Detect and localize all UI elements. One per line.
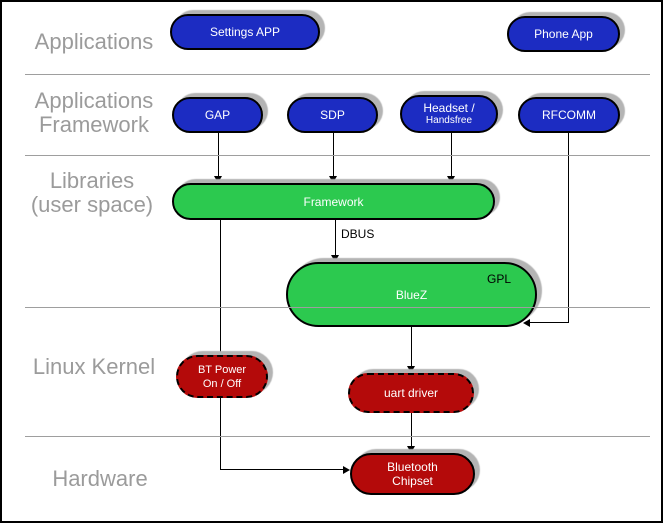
dbus-edge-label: DBUS [341,227,375,241]
node-label: Framework [303,194,364,209]
layer-label-line: Framework [38,112,149,137]
node-settings-app: Settings APP [170,14,320,50]
layer-label-line: Hardware [52,466,148,491]
arrowhead-gap-to-framework [214,176,222,183]
gpl-badge: GPL [486,272,511,286]
node-gap: GAP [172,97,263,133]
layer-label-applications: Applications [14,30,174,54]
connector-rfcomm-to-bluez-vertical [568,133,569,323]
arrowhead-sdp-to-framework [329,176,337,183]
layer-label-line: Linux Kernel [32,354,156,379]
node-framework: Framework [172,183,495,220]
separator-linux-kernel [25,436,650,437]
arrowhead-bluez-to-uart [407,366,415,373]
node-bluetooth-chipset: Bluetooth Chipset [350,453,475,495]
arrowhead-uart-to-chipset [407,446,415,453]
arrowhead-framework-to-chipset [343,466,350,474]
connector-bluez-to-uart [411,327,412,367]
connector-framework-to-chipset-vertical [220,220,221,470]
node-label: GAP [204,108,231,122]
node-label: BlueZ [395,287,428,302]
connector-framework-to-chipset-horizontal [220,469,344,470]
layer-label-line: (user space) [30,192,154,217]
layer-label-libraries-user-space: Libraries (user space) [8,169,176,217]
node-label: Phone App [534,27,593,41]
node-label: SDP [320,108,345,122]
node-label: Bluetooth [387,460,438,474]
layer-label-linux-kernel: Linux Kernel [14,355,174,379]
separator-applications-framework [25,155,650,156]
node-label: Chipset [392,474,433,488]
separator-applications [25,74,650,75]
separator-libraries [25,307,650,308]
connector-rfcomm-to-bluez-horizontal [530,322,569,323]
node-rfcomm: RFCOMM [518,97,620,133]
arrowhead-rfcomm-to-bluez [523,319,530,327]
connector-framework-to-bluez [335,220,336,256]
node-label: RFCOMM [542,108,596,122]
node-phone-app: Phone App [507,16,620,52]
layer-label-applications-framework: Applications Framework [14,89,174,137]
layer-label-line: Applications [34,29,154,54]
layer-label-line: Applications [34,88,154,113]
layer-label-line: Libraries [49,168,135,193]
node-bluez: BlueZ GPL [286,262,537,327]
node-headset-handsfree: Headset / Handsfree [400,95,498,133]
node-label: Settings APP [209,25,281,39]
connector-uart-to-chipset [411,413,412,447]
node-label: Handsfree [425,115,473,126]
arrowhead-framework-to-bluez [331,255,339,262]
node-label: On / Off [202,377,242,390]
node-uart-driver: uart driver [348,373,474,413]
node-bt-power: BT Power On / Off [176,355,268,398]
layer-label-hardware: Hardware [20,467,180,491]
arrowhead-headset-to-framework [447,176,455,183]
node-label: uart driver [383,386,439,400]
node-label: BT Power [197,363,247,376]
node-sdp: SDP [287,97,378,133]
node-label: Headset / [423,101,475,115]
